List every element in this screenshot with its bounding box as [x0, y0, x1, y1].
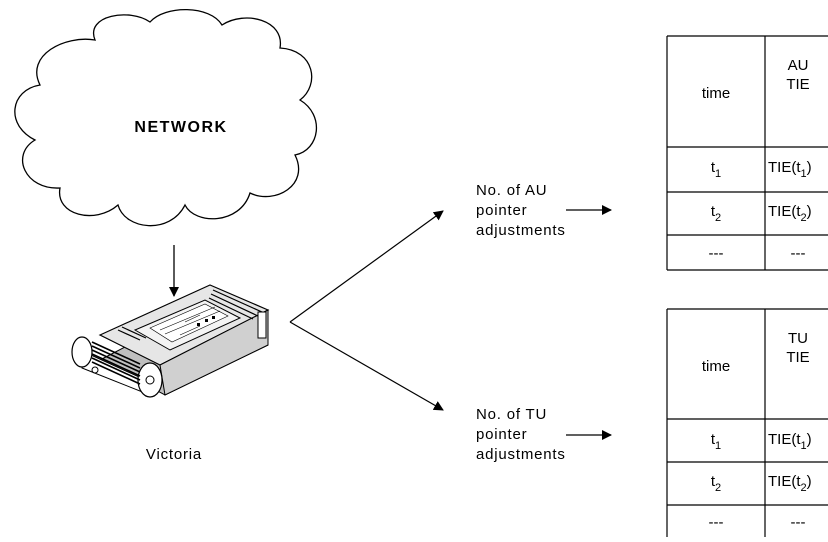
- svg-text:adjustments: adjustments: [476, 446, 566, 463]
- victoria-device-icon: [71, 284, 270, 398]
- tu-header-time: time: [702, 358, 730, 375]
- tu-row1-value: TIE(t1): [768, 431, 812, 452]
- svg-text:adjustments: adjustments: [476, 222, 566, 239]
- au-row1-value: TIE(t1): [768, 159, 812, 180]
- au-tie-table: time AU TIE t1 TIE(t1) t2 TIE(t2) --- --…: [666, 35, 828, 271]
- tu-header-col2-line2: TIE: [786, 349, 809, 366]
- tu-row1-time: t1: [711, 431, 721, 452]
- svg-text:pointer: pointer: [476, 426, 527, 443]
- au-header-col2-line1: AU: [788, 57, 809, 74]
- tu-row3-time: ---: [709, 514, 724, 531]
- tu-row2-time: t2: [711, 473, 721, 494]
- svg-text:No. of TU: No. of TU: [476, 406, 547, 423]
- tu-row3-value: ---: [791, 514, 806, 531]
- network-label: NETWORK: [134, 119, 227, 136]
- au-row3-time: ---: [709, 245, 724, 262]
- au-header-col2-line2: TIE: [786, 76, 809, 93]
- tu-tie-table: time TU TIE t1 TIE(t1) t2 TIE(t2) --- --…: [666, 308, 828, 537]
- tu-caption: No. of TU pointer adjustments: [476, 406, 566, 463]
- tu-header-col2-line1: TU: [788, 330, 808, 347]
- branch-to-au-arrow: [289, 210, 444, 323]
- device-label: Victoria: [146, 446, 202, 463]
- au-row1-time: t1: [711, 159, 721, 180]
- au-row2-time: t2: [711, 203, 721, 224]
- au-header-time: time: [702, 85, 730, 102]
- branch-to-tu-arrow: [289, 321, 444, 411]
- au-caption: No. of AU pointer adjustments: [476, 182, 566, 239]
- tu-row2-value: TIE(t2): [768, 473, 812, 494]
- au-row3-value: ---: [791, 245, 806, 262]
- au-row2-value: TIE(t2): [768, 203, 812, 224]
- network-cloud: NETWORK: [14, 8, 317, 227]
- svg-text:pointer: pointer: [476, 202, 527, 219]
- svg-text:No. of AU: No. of AU: [476, 182, 547, 199]
